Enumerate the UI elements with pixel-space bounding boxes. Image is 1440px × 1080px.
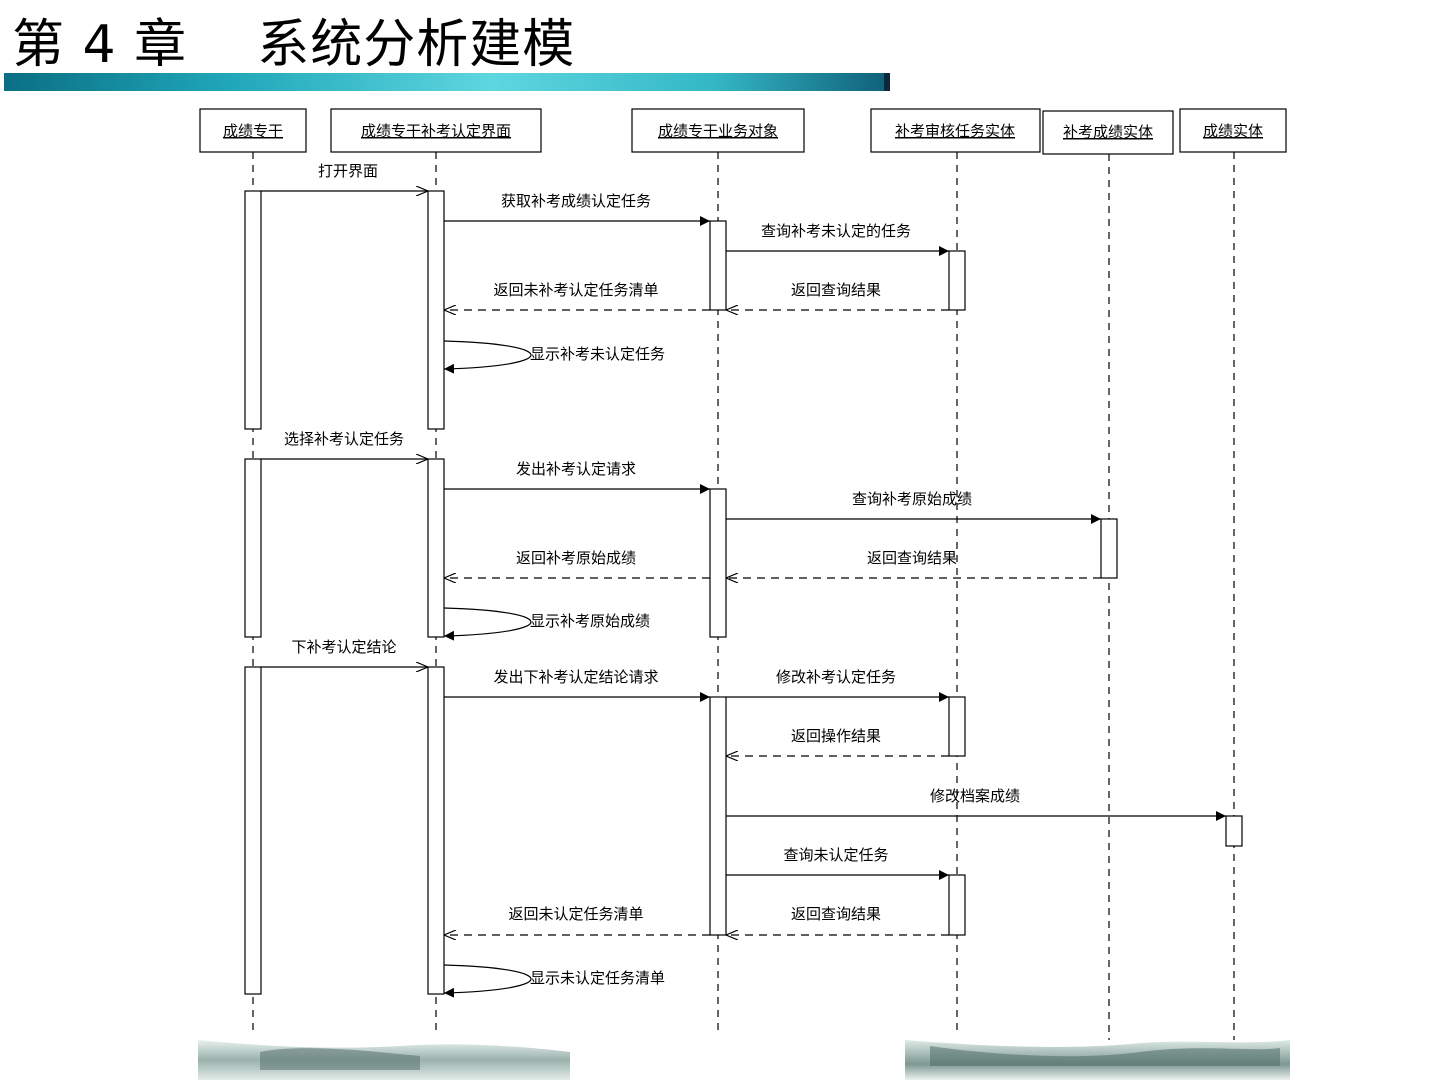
message-label: 查询未认定任务 xyxy=(783,846,888,864)
lifeline-header-label: 补考成绩实体 xyxy=(1063,123,1153,141)
lifeline-headers: 成绩专干 成绩专干补考认定界面 成绩专干业务对象 补考审核任务实体 补考成绩实体… xyxy=(200,109,1286,154)
lifeline-header-label: 成绩专干业务对象 xyxy=(658,122,778,140)
message-label: 查询补考未认定的任务 xyxy=(761,222,911,240)
activation-bars xyxy=(245,191,1242,994)
lifeline-dashes xyxy=(253,152,1234,1040)
message-label: 发出下补考认定结论请求 xyxy=(493,668,658,686)
message-label: 返回未补考认定任务清单 xyxy=(493,281,658,299)
message-label: 选择补考认定任务 xyxy=(284,430,404,448)
message-label: 下补考认定结论 xyxy=(291,638,396,656)
message-label: 修改档案成绩 xyxy=(930,787,1020,805)
message-label: 获取补考成绩认定任务 xyxy=(501,192,651,210)
message-arrows xyxy=(261,191,1226,993)
message-labels: 打开界面 获取补考成绩认定任务 查询补考未认定的任务 返回查询结果 返回未补考认… xyxy=(284,162,1020,987)
lifeline-header-label: 成绩专干补考认定界面 xyxy=(361,122,511,140)
message-label: 返回查询结果 xyxy=(867,549,957,567)
message-label: 返回操作结果 xyxy=(791,727,881,745)
lifeline-header-label: 成绩专干 xyxy=(223,122,283,140)
message-label: 返回未认定任务清单 xyxy=(508,905,643,923)
message-label: 显示补考原始成绩 xyxy=(530,612,650,630)
message-label: 显示补考未认定任务 xyxy=(530,345,665,363)
lifeline-header-label: 成绩实体 xyxy=(1203,122,1263,140)
message-label: 查询补考原始成绩 xyxy=(852,490,972,508)
lifeline-header-label: 补考审核任务实体 xyxy=(895,122,1015,140)
message-label: 显示未认定任务清单 xyxy=(530,969,665,987)
message-label: 发出补考认定请求 xyxy=(516,460,636,478)
message-label: 返回查询结果 xyxy=(791,905,881,923)
message-label: 返回补考原始成绩 xyxy=(516,549,636,567)
message-label: 修改补考认定任务 xyxy=(776,668,896,686)
message-label: 打开界面 xyxy=(318,162,378,180)
background-landscape-image xyxy=(198,1040,1290,1080)
message-label: 返回查询结果 xyxy=(791,281,881,299)
